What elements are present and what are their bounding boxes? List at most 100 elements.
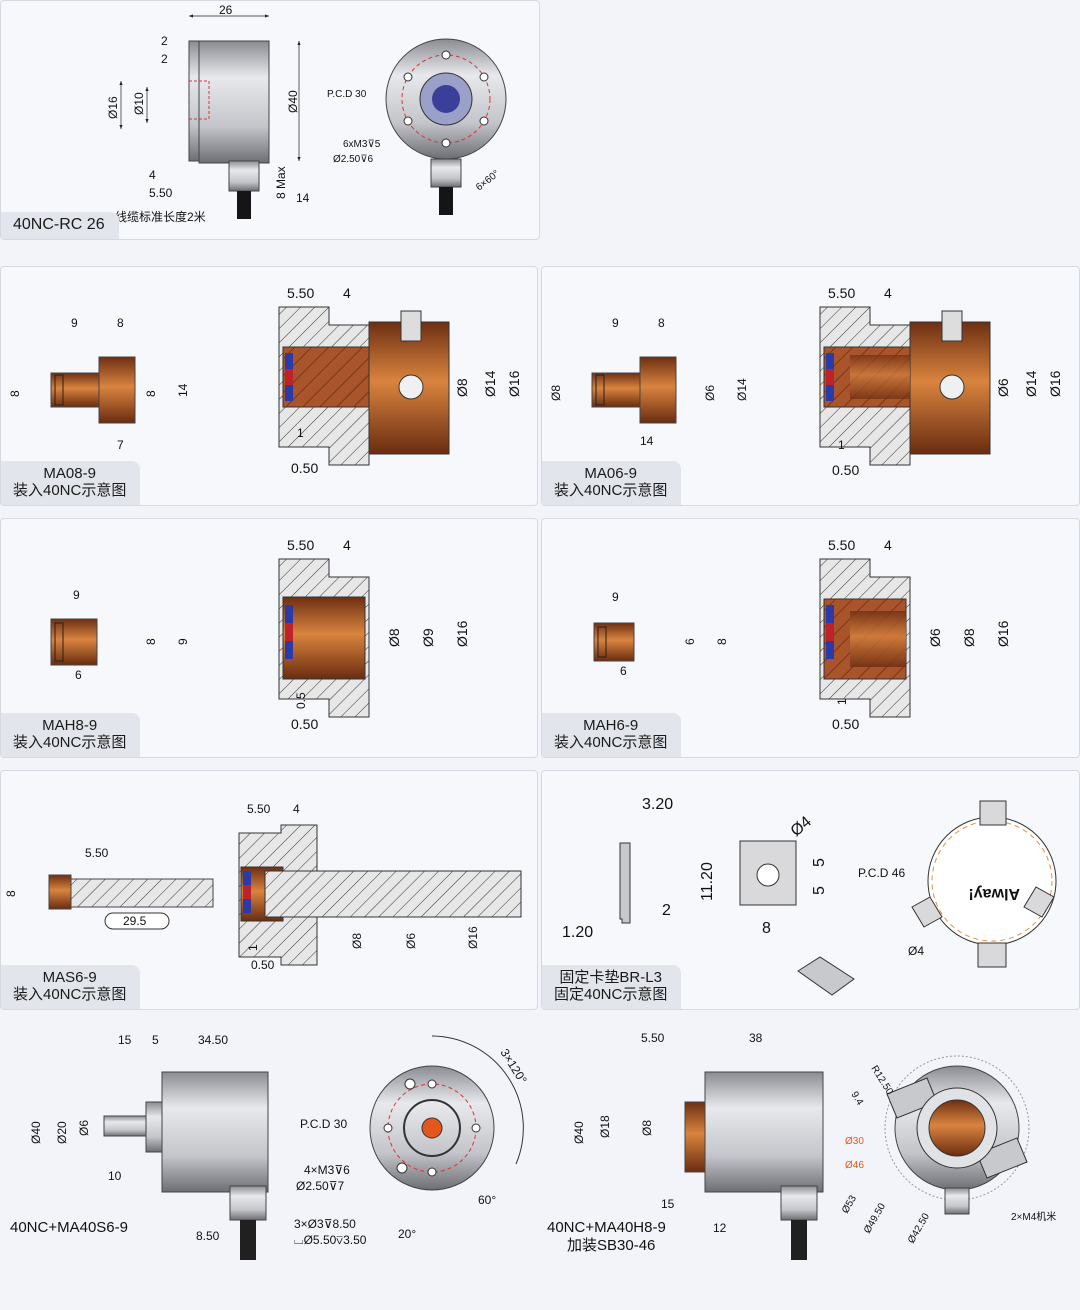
- thread-m3: 6xM3⊽5: [343, 139, 381, 150]
- dim-i: Ø6: [995, 378, 1011, 397]
- dim-f: 14: [640, 434, 654, 448]
- dim-b: 1.20: [562, 924, 593, 941]
- counterbore: ⌴Ø5.50⊽3.50: [294, 1233, 367, 1247]
- dim-k: Ø16: [466, 926, 480, 949]
- dim-a: 9: [612, 316, 619, 330]
- dim-g: 5.50: [828, 537, 855, 553]
- dim-26: 26: [219, 3, 233, 17]
- dim-c: 8: [8, 390, 22, 397]
- dim-k: Ø16: [454, 620, 470, 647]
- caption-40nc-ma40s6: 40NC+MA40S6-9: [10, 1219, 128, 1236]
- dim-m4: 2×M4机米: [1011, 1210, 1056, 1223]
- dim-d: 6: [75, 668, 82, 682]
- dim-h: 4: [343, 285, 351, 301]
- panel-br-l3: 3.20 1.20 2 11.20 Ø4 5 5 8 Alway! P.C.D …: [541, 770, 1080, 1010]
- dim-m: 0.50: [832, 716, 859, 732]
- dim-m: 0.50: [251, 958, 275, 972]
- dim-a: 15: [118, 1033, 132, 1047]
- caption-line2: 装入40NC示意图: [13, 986, 127, 1003]
- dim-l: 1: [838, 438, 845, 452]
- dim-a: 9: [612, 590, 619, 604]
- panel-mah8-9: 9 8 9 6 5.50 4 Ø8 Ø9 Ø16 0.5 0.50 MAH8-9…: [0, 518, 538, 758]
- dim-15: 15: [661, 1197, 675, 1211]
- dim-h: 4: [884, 285, 892, 301]
- dim-d53: Ø53: [840, 1193, 859, 1215]
- dim-a: 9: [73, 588, 80, 602]
- dim-d6: Ø6: [77, 1120, 91, 1136]
- drawing-40nc-ma40s6: 15 5 34.50 Ø40 Ø20 Ø6 10 8.50 40NC+MA40S…: [10, 1033, 530, 1260]
- panel-40nc-ma40h8: 5.50 38 Ø40 Ø18 Ø8 15 12 40NC+MA40H8-9 加…: [541, 1022, 1080, 1310]
- dim-8max: 8 Max: [274, 166, 288, 199]
- dim-d30: Ø30: [845, 1136, 864, 1147]
- dim-m: 0.50: [832, 462, 859, 478]
- dim-m: 0.50: [291, 460, 318, 476]
- dim-b: 5: [152, 1033, 159, 1047]
- dim-b: 8: [144, 638, 158, 645]
- dim-j: Ø9: [420, 628, 436, 647]
- panel-ma08-9: 9 8 8 8 14 7 5.50 4 Ø8 Ø14 Ø16 1 0.50 MA…: [0, 266, 538, 506]
- dim-g: 5.50: [287, 285, 314, 301]
- angle-3x120: 3×120°: [497, 1046, 529, 1086]
- drawing-40nc-ma40h8: 5.50 38 Ø40 Ø18 Ø8 15 12 40NC+MA40H8-9 加…: [547, 1031, 1056, 1260]
- dim-9-4: 9.4: [848, 1090, 865, 1108]
- brand-label: Alway!: [968, 885, 1020, 902]
- dim-b: 8: [4, 890, 18, 897]
- caption-line1: MA06-9: [584, 465, 637, 482]
- caption-line1: 40NC+MA40H8-9: [547, 1219, 666, 1236]
- cable-note: 线缆标准长度2米: [115, 209, 206, 224]
- hole-3x: 3×Ø3⊽8.50: [294, 1217, 356, 1231]
- dim-a: 9: [71, 316, 78, 330]
- dim-k: Ø16: [995, 620, 1011, 647]
- dim-d40: Ø40: [572, 1121, 586, 1144]
- caption-line1: 固定卡垫BR-L3: [559, 969, 662, 986]
- dim-d16: Ø16: [106, 96, 120, 119]
- pcd-30: P.C.D 30: [300, 1117, 347, 1131]
- dim-e: Ø14: [735, 378, 749, 401]
- dim-i: Ø8: [350, 933, 364, 949]
- dim-f: 7: [117, 438, 124, 452]
- dim-c: Ø8: [549, 385, 563, 401]
- dim-b: 8: [658, 316, 665, 330]
- dim-l: 0.5: [294, 692, 308, 709]
- dim-14: 14: [296, 191, 310, 205]
- hole-dia: Ø2.50⊽6: [333, 154, 374, 165]
- caption-line1: MA08-9: [43, 465, 96, 482]
- dim-d10: Ø10: [132, 92, 146, 115]
- thread-m3: 4×M3⊽6: [304, 1163, 350, 1177]
- dim-b: 8: [117, 316, 124, 330]
- caption-line2: 装入40NC示意图: [554, 734, 668, 751]
- dim-d18: Ø18: [598, 1115, 612, 1138]
- drawing-br-l3: 3.20 1.20 2 11.20 Ø4 5 5 8 Alway! P.C.D …: [562, 796, 1057, 996]
- dim-j: Ø14: [482, 370, 498, 397]
- caption-line1: MAH6-9: [583, 717, 639, 734]
- dim-h: 4: [343, 537, 351, 553]
- dim-i: Ø8: [454, 378, 470, 397]
- drawing-ma08-9: 9 8 8 8 14 7 5.50 4 Ø8 Ø14 Ø16 1 0.50: [8, 285, 522, 476]
- dim-2a: 2: [161, 34, 168, 48]
- caption-line2: 加装SB30-46: [567, 1237, 655, 1254]
- dim-10: 10: [108, 1169, 122, 1183]
- dim-d: 11.20: [699, 862, 716, 901]
- dim-e: Ø4: [788, 813, 815, 840]
- panel-mas6-9: 5.50 8 29.5 5.50 4 Ø8 Ø6 Ø16 1 0.50 MAS6…: [0, 770, 538, 1010]
- dim-d49-50: Ø49.50: [862, 1201, 888, 1235]
- drawing-mah6-9: 9 6 8 6 5.50 4 Ø6 Ø8 Ø16 1 0.50: [593, 537, 1011, 732]
- dim-j: Ø14: [1023, 370, 1039, 397]
- dim-8-50: 8.50: [196, 1229, 220, 1243]
- caption-line2: 装入40NC示意图: [13, 734, 127, 751]
- dim-c: 9: [176, 638, 190, 645]
- dim-c: 34.50: [198, 1033, 228, 1047]
- dim-j: Ø6: [404, 933, 418, 949]
- dim-h: 8: [762, 920, 771, 937]
- pcd-46: P.C.D 46: [858, 866, 905, 880]
- dim-h: 4: [293, 802, 300, 816]
- dim-d: 6: [620, 664, 627, 678]
- dim-a: 3.20: [642, 796, 673, 813]
- caption-40nc-rc: 40NC-RC 26: [1, 212, 119, 239]
